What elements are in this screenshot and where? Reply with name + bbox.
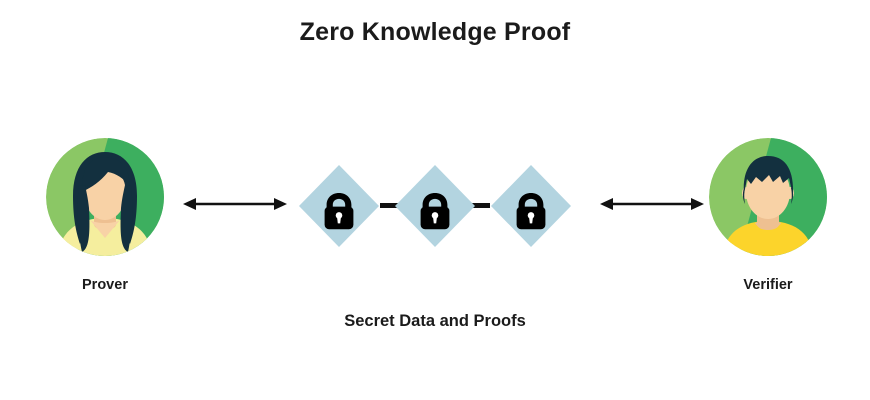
- chain-node: [299, 165, 379, 247]
- chain-node: [491, 165, 571, 247]
- lock-icon: [516, 193, 546, 230]
- female-avatar-icon: [46, 138, 164, 256]
- chain-label: Secret Data and Proofs: [344, 312, 526, 330]
- page-title: Zero Knowledge Proof: [299, 18, 571, 46]
- chain-connector: [380, 203, 398, 208]
- arrow-chain-to-verifier: [600, 198, 704, 210]
- chain-connector: [472, 203, 490, 208]
- party-label-verifier: Verifier: [743, 277, 793, 293]
- male-avatar-icon: [709, 138, 827, 256]
- lock-icon: [420, 193, 450, 230]
- lock-icon: [324, 193, 354, 230]
- arrow-prover-to-chain: [183, 198, 287, 210]
- chain-node: [395, 165, 475, 247]
- party-verifier: Verifier: [688, 138, 848, 293]
- secret-data-chain: [299, 165, 571, 247]
- party-prover: Prover: [25, 138, 185, 293]
- party-label-prover: Prover: [82, 277, 128, 293]
